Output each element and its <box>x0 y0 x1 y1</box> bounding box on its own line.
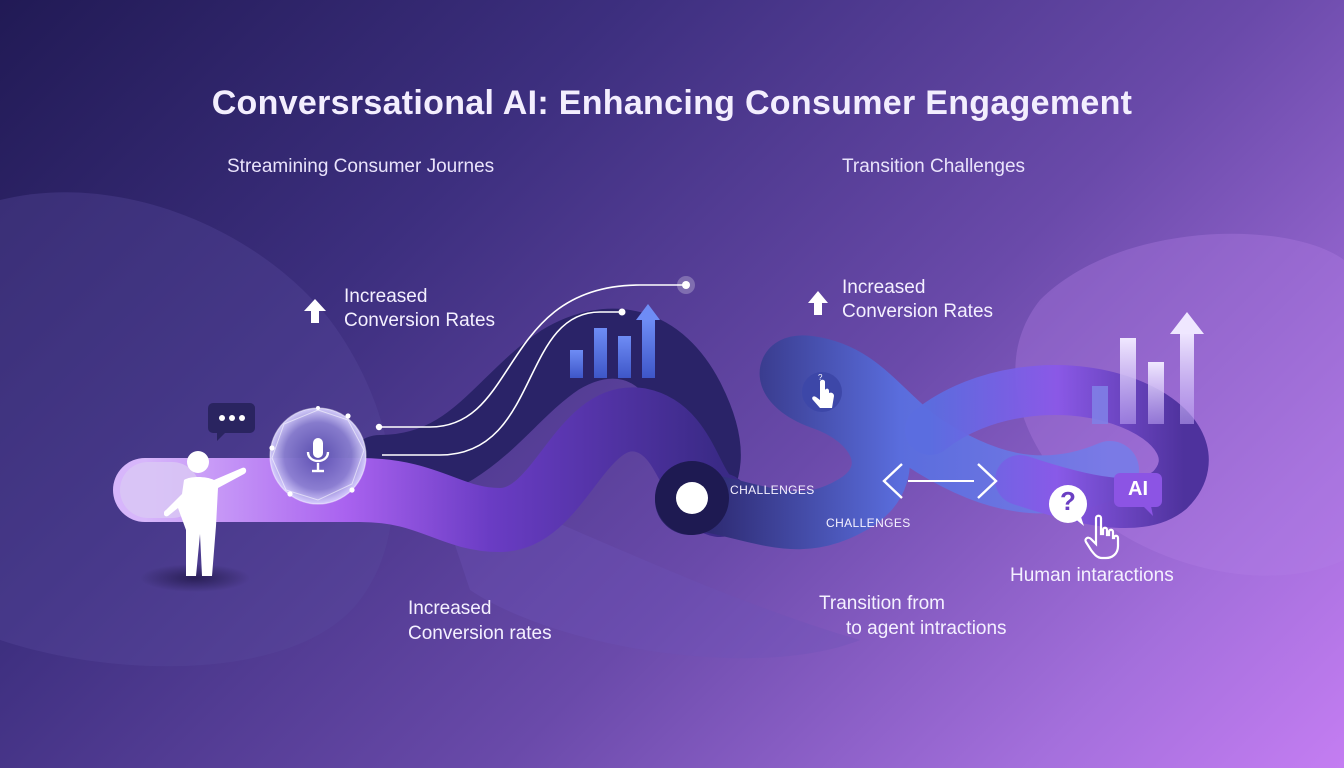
hand-pointer-icon <box>1084 514 1120 560</box>
double-arrow-icon <box>882 463 998 499</box>
hand-pointer-icon: ? <box>802 372 842 412</box>
increased-label-left-1: Increased <box>344 286 428 307</box>
challenges-label: CHALLENGES <box>826 516 911 530</box>
ai-badge-text: AI <box>1128 478 1148 500</box>
chat-bubble-icon <box>208 403 255 441</box>
arrow-up-icon <box>808 291 828 315</box>
increased-label-left-2: Conversion Rates <box>344 310 496 331</box>
increased-label-right-2: Conversion Rates <box>842 301 994 322</box>
question-mark: ? <box>1060 486 1076 516</box>
person-icon <box>164 451 247 576</box>
page-title: Conversrsational AI: Enhancing Consumer … <box>211 84 1133 122</box>
challenges-label: CHALLENGES <box>730 483 815 497</box>
increased-label-bottom-2: Conversion rates <box>408 623 552 644</box>
transition-label-1: Transition from <box>819 593 945 614</box>
svg-text:?: ? <box>818 373 823 382</box>
bar-chart-icon <box>570 304 660 378</box>
increased-label-right-1: Increased <box>842 277 926 298</box>
heading-streamlining: Streamining Consumer Journes <box>227 156 495 177</box>
heading-transition-challenges: Transition Challenges <box>842 156 1026 177</box>
question-bubble-icon: ? <box>1048 484 1088 526</box>
increased-label-bottom-1: Increased <box>408 598 492 619</box>
arrow-up-icon <box>304 299 326 323</box>
transition-label-2: to agent intractions <box>846 618 1007 639</box>
human-interactions-label: Human intaractions <box>1010 565 1174 586</box>
microphone-icon <box>306 438 330 473</box>
bar-chart-icon <box>1092 312 1204 424</box>
ai-badge-icon: AI <box>1113 472 1163 516</box>
